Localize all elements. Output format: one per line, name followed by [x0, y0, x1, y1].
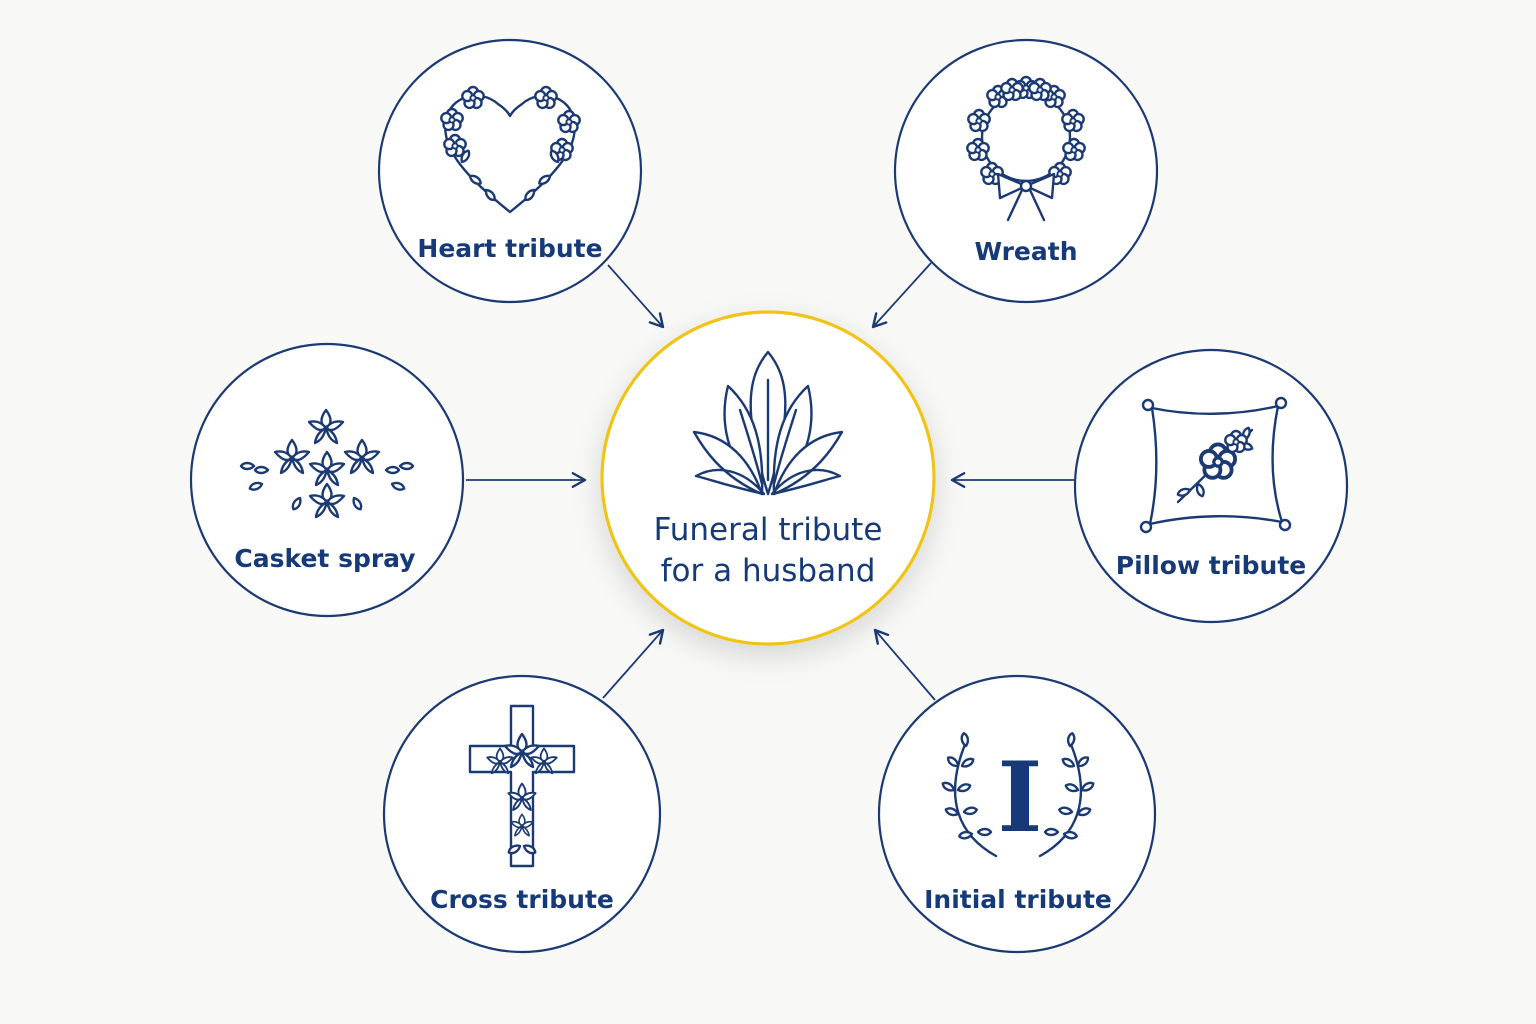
floral-pillow-icon — [1139, 396, 1292, 534]
initial-letter: I — [998, 741, 1043, 854]
connector-cross — [602, 628, 665, 699]
laurel-initial-icon: I — [940, 731, 1096, 858]
floral-cross-icon — [468, 704, 576, 868]
floral-wreath-icon — [966, 75, 1086, 222]
pillow-tribute-label: Pillow tribute — [1116, 551, 1306, 580]
floral-heart-icon — [440, 85, 581, 214]
node-cross-tribute: Cross tribute — [382, 674, 662, 954]
initial-tribute-label: Initial tribute — [924, 885, 1112, 914]
wreath-label: Wreath — [974, 237, 1077, 266]
connector-initial — [873, 628, 936, 701]
lotus-icon — [692, 350, 844, 496]
node-casket-spray: Casket spray — [189, 342, 465, 618]
node-wreath: Wreath — [893, 38, 1159, 304]
center-title-line2: for a husband — [661, 553, 876, 589]
casket-spray-label: Casket spray — [234, 544, 415, 573]
cross-tribute-label: Cross tribute — [430, 885, 614, 914]
center-node: Funeral tribute for a husband — [600, 310, 936, 646]
center-title-line1: Funeral tribute — [654, 512, 883, 548]
connector-heart — [607, 264, 665, 329]
connector-wreath — [871, 262, 932, 329]
connectors — [466, 262, 1074, 701]
node-pillow-tribute: Pillow tribute — [1073, 348, 1349, 624]
node-heart-tribute: Heart tribute — [377, 38, 643, 304]
heart-tribute-label: Heart tribute — [417, 234, 602, 263]
node-initial-tribute: I Initial tribute — [877, 674, 1157, 954]
